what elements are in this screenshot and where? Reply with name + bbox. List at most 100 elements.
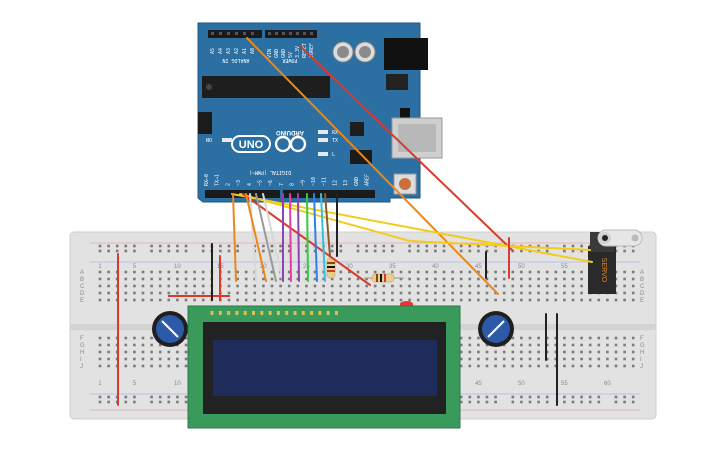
breadboard-hole[interactable] [244, 270, 248, 274]
breadboard-hole[interactable] [107, 350, 110, 354]
breadboard-hole[interactable] [262, 298, 265, 302]
breadboard-hole[interactable] [580, 336, 583, 340]
breadboard-hole[interactable] [227, 249, 231, 253]
breadboard-hole[interactable] [451, 291, 454, 295]
breadboard-hole[interactable] [201, 284, 205, 288]
breadboard-hole[interactable] [399, 284, 403, 288]
breadboard-hole[interactable] [408, 284, 411, 288]
breadboard-hole[interactable] [442, 298, 446, 302]
breadboard-hole[interactable] [468, 357, 472, 361]
breadboard-hole[interactable] [98, 395, 102, 399]
breadboard-hole[interactable] [580, 298, 583, 302]
breadboard-hole[interactable] [623, 357, 626, 361]
breadboard-hole[interactable] [606, 364, 609, 368]
breadboard-hole[interactable] [494, 291, 497, 295]
breadboard-hole[interactable] [459, 284, 463, 288]
breadboard-hole[interactable] [107, 249, 110, 253]
breadboard-hole[interactable] [580, 249, 583, 253]
breadboard-hole[interactable] [253, 277, 257, 281]
breadboard-hole[interactable] [133, 291, 136, 295]
breadboard-hole[interactable] [588, 298, 592, 302]
breadboard-hole[interactable] [193, 291, 196, 295]
breadboard-hole[interactable] [623, 395, 626, 399]
breadboard-hole[interactable] [107, 343, 110, 347]
breadboard-hole[interactable] [287, 291, 291, 295]
breadboard-hole[interactable] [511, 298, 515, 302]
breadboard-hole[interactable] [528, 364, 532, 368]
breadboard-hole[interactable] [150, 277, 153, 281]
breadboard-hole[interactable] [416, 277, 420, 281]
breadboard-hole[interactable] [631, 249, 635, 253]
breadboard-hole[interactable] [571, 400, 575, 404]
breadboard-hole[interactable] [348, 291, 351, 295]
breadboard-hole[interactable] [588, 400, 592, 404]
breadboard-hole[interactable] [184, 249, 188, 253]
breadboard-hole[interactable] [167, 277, 171, 281]
breadboard-hole[interactable] [176, 249, 179, 253]
breadboard-hole[interactable] [141, 350, 145, 354]
breadboard-hole[interactable] [442, 277, 446, 281]
breadboard-hole[interactable] [494, 395, 497, 399]
breadboard-hole[interactable] [158, 244, 162, 248]
breadboard-hole[interactable] [227, 298, 231, 302]
breadboard-hole[interactable] [167, 291, 171, 295]
breadboard-hole[interactable] [545, 395, 549, 399]
breadboard-hole[interactable] [107, 244, 110, 248]
breadboard-hole[interactable] [150, 244, 153, 248]
breadboard-hole[interactable] [537, 357, 540, 361]
breadboard-hole[interactable] [253, 291, 257, 295]
breadboard-hole[interactable] [631, 298, 635, 302]
breadboard-hole[interactable] [537, 395, 540, 399]
breadboard-hole[interactable] [502, 350, 506, 354]
breadboard-hole[interactable] [133, 336, 136, 340]
breadboard-hole[interactable] [244, 284, 248, 288]
breadboard-hole[interactable] [219, 249, 222, 253]
breadboard-hole[interactable] [485, 284, 489, 288]
breadboard-hole[interactable] [124, 244, 128, 248]
breadboard-hole[interactable] [176, 277, 179, 281]
breadboard-hole[interactable] [425, 249, 429, 253]
breadboard-hole[interactable] [588, 350, 592, 354]
breadboard-hole[interactable] [537, 350, 540, 354]
breadboard-hole[interactable] [98, 298, 102, 302]
breadboard-hole[interactable] [98, 284, 102, 288]
breadboard-hole[interactable] [98, 336, 102, 340]
breadboard-hole[interactable] [571, 364, 575, 368]
breadboard-hole[interactable] [545, 298, 549, 302]
breadboard-hole[interactable] [571, 298, 575, 302]
breadboard-hole[interactable] [399, 270, 403, 274]
breadboard-hole[interactable] [339, 298, 343, 302]
breadboard-hole[interactable] [606, 343, 609, 347]
breadboard-hole[interactable] [244, 277, 248, 281]
breadboard-hole[interactable] [459, 291, 463, 295]
breadboard-hole[interactable] [631, 291, 635, 295]
breadboard-hole[interactable] [150, 270, 153, 274]
breadboard-hole[interactable] [571, 249, 575, 253]
breadboard-hole[interactable] [563, 291, 566, 295]
breadboard-hole[interactable] [184, 270, 188, 274]
breadboard-hole[interactable] [193, 277, 196, 281]
breadboard-hole[interactable] [528, 336, 532, 340]
breadboard-hole[interactable] [623, 343, 626, 347]
breadboard-hole[interactable] [434, 244, 437, 248]
breadboard-hole[interactable] [631, 284, 635, 288]
breadboard-hole[interactable] [348, 298, 351, 302]
breadboard-hole[interactable] [124, 400, 128, 404]
breadboard-hole[interactable] [502, 364, 506, 368]
breadboard-hole[interactable] [382, 284, 386, 288]
breadboard-hole[interactable] [176, 364, 179, 368]
breadboard-hole[interactable] [107, 284, 110, 288]
breadboard-hole[interactable] [563, 400, 566, 404]
breadboard-hole[interactable] [485, 395, 489, 399]
breadboard-hole[interactable] [468, 400, 472, 404]
breadboard-hole[interactable] [468, 350, 472, 354]
breadboard-hole[interactable] [201, 244, 205, 248]
breadboard-hole[interactable] [270, 270, 274, 274]
breadboard-hole[interactable] [339, 270, 343, 274]
breadboard-hole[interactable] [520, 336, 523, 340]
breadboard-hole[interactable] [313, 291, 317, 295]
breadboard-hole[interactable] [571, 343, 575, 347]
breadboard-hole[interactable] [520, 343, 523, 347]
breadboard-hole[interactable] [158, 350, 162, 354]
breadboard-hole[interactable] [150, 284, 153, 288]
